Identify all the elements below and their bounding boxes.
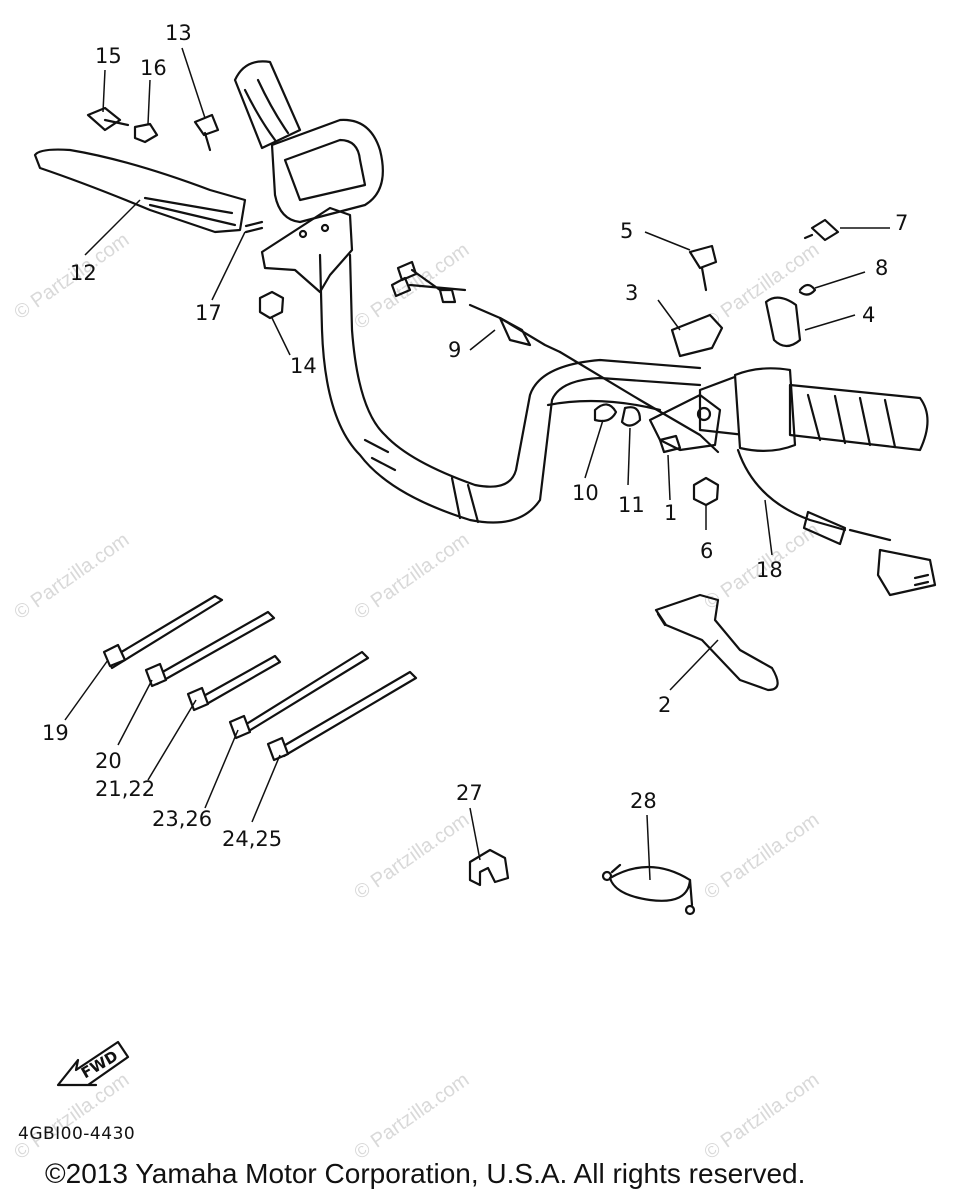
handlebar (318, 253, 702, 524)
watermark: © Partzilla.com (10, 529, 133, 624)
lever-bracket-right (593, 393, 722, 507)
callout-label: 5 (620, 219, 633, 243)
callout-label: 3 (625, 281, 638, 305)
document-code: 4GBI00-4430 (18, 1124, 136, 1144)
watermark: © Partzilla.com (700, 1069, 823, 1164)
callout-label: 6 (700, 539, 713, 563)
left-grip (233, 60, 384, 224)
callout-label: 24,25 (222, 827, 282, 851)
copyright-notice: ©2013 Yamaha Motor Corporation, U.S.A. A… (45, 1158, 806, 1189)
lever-2 (654, 593, 779, 692)
watermark: © Partzilla.com (350, 529, 473, 624)
callout-label: 15 (95, 44, 122, 68)
callout-label: 10 (572, 481, 599, 505)
callout-label: 2 (658, 693, 671, 717)
callout-label: 12 (70, 261, 97, 285)
callout-label: 21,22 (95, 777, 155, 801)
wire-18 (736, 448, 937, 597)
watermarks: © Partzilla.com © Partzilla.com © Partzi… (10, 229, 823, 1164)
callout-label: 20 (95, 749, 122, 773)
switch-3 (670, 244, 724, 358)
cable-ties (102, 594, 418, 762)
watermark: © Partzilla.com (350, 239, 473, 334)
callout-label: 7 (895, 211, 908, 235)
callout-label: 28 (630, 789, 657, 813)
callout-labels: 13 15 16 12 17 14 9 5 3 7 8 4 10 11 1 6 … (42, 21, 908, 851)
callout-label: 14 (290, 354, 317, 378)
callout-label: 1 (664, 501, 677, 525)
leader-lines (64, 47, 890, 881)
cable-9 (390, 260, 720, 454)
clamp-28 (601, 863, 696, 916)
callout-label: 4 (862, 303, 875, 327)
callout-label: 8 (875, 256, 888, 280)
callout-label: 19 (42, 721, 69, 745)
callout-label: 27 (456, 781, 483, 805)
clip-27 (468, 848, 510, 887)
watermark: © Partzilla.com (10, 1069, 133, 1164)
lever-12 (33, 148, 247, 234)
callout-label: 17 (195, 301, 222, 325)
callout-label: 18 (756, 558, 783, 582)
watermark: © Partzilla.com (700, 809, 823, 904)
lever-bracket-left (260, 206, 354, 294)
callout-label: 13 (165, 21, 192, 45)
watermark: © Partzilla.com (350, 1069, 473, 1164)
callout-label: 23,26 (152, 807, 212, 831)
callout-label: 16 (140, 56, 167, 80)
hardware-right (764, 218, 840, 348)
callout-label: 9 (448, 338, 461, 362)
watermark: © Partzilla.com (350, 809, 473, 904)
hardware-left (86, 106, 285, 320)
callout-label: 11 (618, 493, 645, 517)
right-grip (698, 367, 929, 452)
